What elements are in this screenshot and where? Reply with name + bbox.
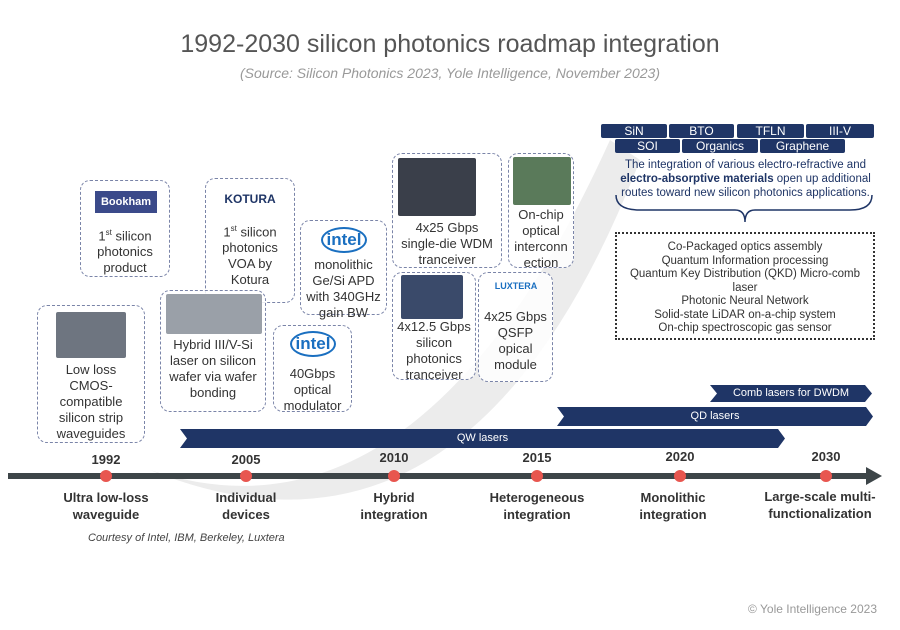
milestone-wdm-transceiver: 4x25 Gbps single-die WDM tranceiver [392, 153, 502, 268]
application-item: Solid-state LiDAR on-a-chip system [654, 308, 836, 321]
timeline-dot [100, 470, 112, 482]
intel-logo: intel [290, 331, 336, 357]
material-tag: SiN [601, 124, 667, 138]
waveguide-image [56, 312, 126, 358]
brace [615, 194, 873, 223]
transceiver-image [401, 275, 463, 319]
stage-label: Ultra low-loss waveguide [63, 490, 149, 522]
material-tag: Graphene [760, 139, 845, 153]
comb-lasers-arrow: Comb lasers for DWDM [710, 385, 872, 402]
year-label: 2015 [522, 450, 552, 465]
kotura-logo: KOTURA [224, 192, 276, 206]
milestone-intel-modulator: intel 40Gbps optical modulator [273, 325, 352, 413]
year-label: 1992 [91, 452, 121, 467]
year-label: 2030 [811, 449, 841, 464]
timeline-dot [674, 470, 686, 482]
courtesy-note: Courtesy of Intel, IBM, Berkeley, Luxter… [88, 532, 285, 544]
milestone-text: On-chip optical interconn ection [514, 207, 568, 270]
application-item: Quantum Key Distribution (QKD) Micro-com… [629, 268, 861, 294]
milestone-text: 4x12.5 Gbps silicon photonics tranceiver [397, 319, 471, 382]
material-tag: SOI [615, 139, 680, 153]
timeline-dot [820, 470, 832, 482]
stage-label: Large-scale multi-functionalization [764, 489, 876, 521]
year-label: 2005 [231, 452, 261, 467]
stage-label: Individual devices [215, 490, 277, 522]
page-title: 1992-2030 silicon photonics roadmap inte… [180, 30, 720, 58]
timeline-arrowhead [866, 467, 882, 485]
milestone-onchip-interconnect: On-chip optical interconn ection [508, 153, 574, 270]
milestone-intel-transceiver: 4x12.5 Gbps silicon photonics tranceiver [392, 272, 476, 382]
material-tag: Organics [682, 139, 758, 153]
milestone-luxtera: LUXTERA 4x25 Gbps QSFP opical module [478, 272, 553, 382]
milestone-text: Hybrid III/V-Si laser on silicon wafer v… [169, 337, 257, 400]
applications-box: Co-Packaged optics assembly Quantum Info… [615, 232, 875, 340]
page-subtitle: (Source: Silicon Photonics 2023, Yole In… [240, 65, 660, 81]
qd-lasers-arrow: QD lasers [557, 407, 873, 426]
qw-lasers-arrow: QW lasers [180, 429, 785, 448]
milestone-intel-apd: intel monolithic Ge/Si APD with 340GHz g… [300, 220, 387, 320]
timeline-dot [240, 470, 252, 482]
wdm-chip-image [398, 158, 476, 216]
timeline-axis [8, 473, 870, 479]
milestone-hybrid-laser: Hybrid III/V-Si laser on silicon wafer v… [160, 290, 266, 412]
application-item: On-chip spectroscopic gas sensor [658, 322, 832, 334]
milestone-text: 1st silicon photonics VOA by Kotura [222, 224, 278, 288]
milestone-text: 40Gbps optical modulator [283, 366, 342, 413]
milestone-ibm-waveguide: Low loss CMOS-compatible silicon strip w… [37, 305, 145, 443]
hybrid-laser-image [166, 294, 262, 334]
application-item: Photonic Neural Network [681, 295, 809, 307]
intel-logo: intel [321, 227, 367, 253]
berkeley-chip-image [513, 157, 571, 205]
material-tag: TFLN [737, 124, 804, 138]
bookham-logo: Bookham [95, 191, 157, 213]
year-label: 2010 [379, 450, 409, 465]
timeline-dot [388, 470, 400, 482]
milestone-text: 4x25 Gbps single-die WDM tranceiver [401, 220, 493, 267]
application-item: Quantum Information processing [661, 254, 829, 267]
material-tag: III-V [806, 124, 874, 138]
material-tag: BTO [669, 124, 734, 138]
timeline-dot [531, 470, 543, 482]
stage-label: Monolithic integration [639, 490, 707, 522]
year-label: 2020 [665, 449, 695, 464]
milestone-text: 1st silicon photonics product [97, 228, 153, 276]
stage-label: Hybrid integration [360, 490, 428, 522]
milestone-text: 4x25 Gbps QSFP opical module [484, 309, 547, 372]
luxtera-logo: LUXTERA [494, 281, 538, 291]
milestone-text: Low loss CMOS-compatible silicon strip w… [56, 362, 126, 441]
milestone-kotura: KOTURA 1st silicon photonics VOA by Kotu… [205, 178, 295, 303]
copyright: © Yole Intelligence 2023 [748, 602, 877, 616]
materials-description: The integration of various electro-refra… [620, 159, 871, 199]
milestone-bookham: Bookham 1st silicon photonics product [80, 180, 170, 277]
stage-label: Heterogeneous integration [489, 490, 585, 522]
milestone-text: monolithic Ge/Si APD with 340GHz gain BW [306, 257, 381, 320]
application-item: Co-Packaged optics assembly [667, 241, 823, 253]
